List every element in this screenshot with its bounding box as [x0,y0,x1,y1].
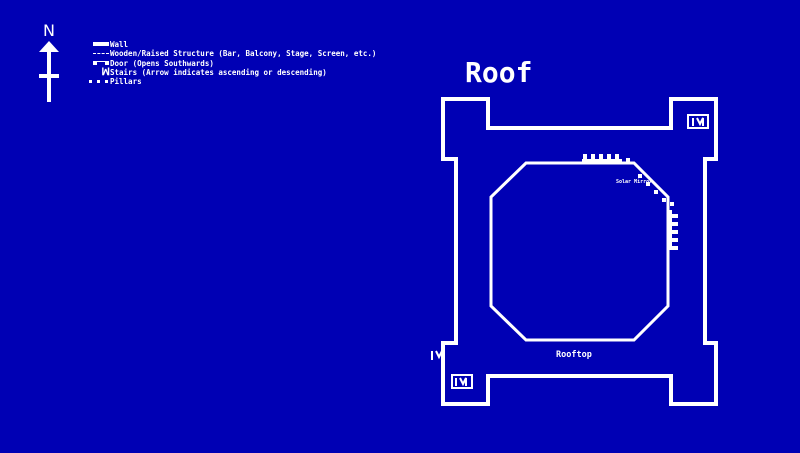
legend: Wall Wooden/Raised Structure (Bar, Balco… [88,40,376,86]
solar-mirror-pillars [582,154,678,250]
room-label-solar-mirror: Solar Mirror [616,179,653,185]
rooftop-inner-wall [489,161,670,342]
stairs-icon [687,114,709,129]
stairs-icon [431,350,443,360]
legend-label: Wooden/Raised Structure (Bar, Balcony, S… [110,49,377,59]
legend-label: Door (Opens Southwards) [110,58,214,68]
room-label-rooftop: Rooftop [556,350,592,360]
legend-label: Pillars [110,77,142,87]
door-symbol-icon [88,59,110,68]
legend-label: Stairs (Arrow indicates ascending or des… [110,67,327,77]
compass-arrow-icon [39,41,59,102]
stairs-symbol-icon: ꟽ [101,67,110,79]
legend-label: Wall [110,40,129,49]
map-title: Roof [465,56,533,89]
compass-north-label: N [43,21,55,40]
wall-symbol-icon [88,40,110,49]
stairs-icon [451,374,473,389]
legend-item-pillars: Pillars [88,77,376,86]
legend-item-door: Door (Opens Southwards) [88,59,376,68]
legend-item-wall: Wall [88,40,376,49]
pillars-symbol-icon [88,77,110,86]
legend-item-wooden: Wooden/Raised Structure (Bar, Balcony, S… [88,49,376,58]
wooden-symbol-icon [88,49,110,58]
outer-wall [441,97,718,406]
